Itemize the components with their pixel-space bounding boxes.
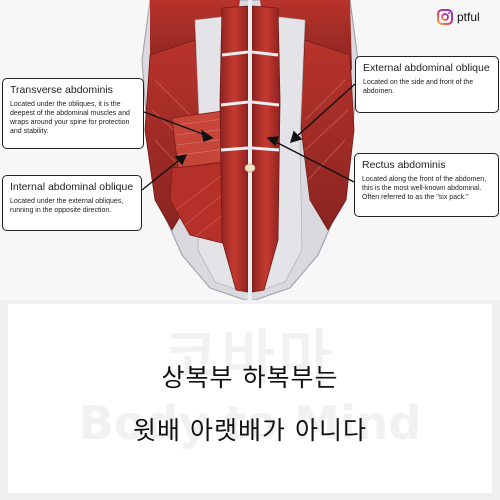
callout-title: Rectus abdominis xyxy=(362,159,446,171)
watermark-english: Body to Mind xyxy=(78,396,422,450)
callout-rectus-abdominis: Rectus abdominis Located along the front… xyxy=(354,153,499,217)
caption-line-1: 상복부 하복부는 xyxy=(161,363,339,392)
callout-external-oblique: External abdominal oblique Located on th… xyxy=(355,56,499,113)
callout-title: External abdominal oblique xyxy=(363,62,490,74)
callout-description: Located on the side and front of the abd… xyxy=(363,79,474,95)
tendinous-intersections xyxy=(220,50,280,152)
external-oblique-right xyxy=(299,39,355,231)
instagram-handle-link[interactable]: ptful xyxy=(437,7,480,27)
watermark-korean: 코바마 xyxy=(163,323,337,391)
callout-description: Located under the obliques, it is the de… xyxy=(10,101,130,135)
callout-title: Transverse abdominis xyxy=(10,84,113,96)
caption-line-2: 윗배 아랫배가 아니다 xyxy=(133,416,367,445)
callout-title: Internal abdominal oblique xyxy=(10,181,134,193)
callout-description: Located under the external obliques, run… xyxy=(10,198,124,214)
navel xyxy=(244,163,256,173)
caption-card: 코바마 Body to Mind 상복부 하복부는 윗배 아랫배가 아니다 xyxy=(8,304,492,493)
callout-transverse-abdominis: Transverse abdominis Located under the o… xyxy=(2,78,144,149)
callout-description: Located along the front of the abdomen, … xyxy=(362,176,487,201)
instagram-handle: ptful xyxy=(457,10,480,24)
abdominal-muscles-illustration xyxy=(141,0,359,300)
caption-section: 코바마 Body to Mind 상복부 하복부는 윗배 아랫배가 아니다 xyxy=(0,300,500,500)
callout-internal-oblique: Internal abdominal oblique Located under… xyxy=(2,175,142,231)
instagram-icon xyxy=(437,9,453,25)
leader-lines xyxy=(141,83,356,191)
